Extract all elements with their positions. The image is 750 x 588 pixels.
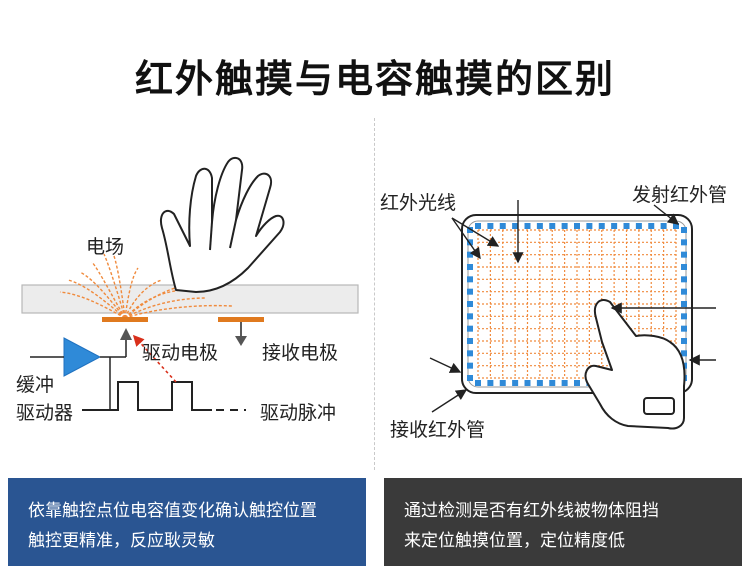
ir-emitter-dot (467, 264, 473, 270)
ir-receiver-dot (681, 350, 687, 357)
label-ir-light: 红外光线 (380, 192, 457, 214)
ir-emitter-dot (673, 223, 679, 229)
ir-emitter-dot (536, 223, 543, 229)
ir-emitter-dot (512, 223, 519, 229)
ir-receiver-dot (681, 227, 687, 233)
ir-receiver-dot (681, 338, 687, 344)
label-electric-field: 电场 (86, 236, 125, 258)
ir-emitter-dot (574, 223, 580, 229)
ir-emitter-dot (467, 239, 473, 246)
ir-receiver-dot (681, 288, 687, 295)
buffer-amplifier-icon (63, 337, 102, 377)
ir-emitter-dot (499, 223, 506, 229)
ir-emitter-dot (467, 276, 473, 283)
drive-pulse-waveform (82, 381, 212, 411)
hand-right-icon (584, 299, 686, 430)
ir-emitter-dot (467, 325, 473, 332)
ir-emitter-dot (467, 288, 473, 295)
caption-infrared-line2: 来定位触摸位置，定位精度低 (404, 531, 625, 551)
hand-left-icon (160, 156, 285, 293)
ir-emitter-dot (467, 301, 473, 307)
ir-receiver-dot (524, 380, 531, 386)
ir-emitter-dot (487, 223, 494, 229)
ir-emitter-dot (467, 338, 473, 344)
label-drive-electrode: 驱动电极 (142, 342, 219, 364)
ir-emitter-dot (611, 223, 618, 229)
electric-field-lines (59, 253, 233, 319)
label-ir-emitter: 发射红外管 (632, 184, 728, 206)
drive-electrode (102, 317, 148, 322)
receive-electrode (218, 317, 264, 322)
ir-emitter-dot (561, 223, 568, 229)
ir-receiver-dot (681, 239, 687, 246)
ir-emitter-dot (586, 223, 593, 229)
ir-receiver-dot (475, 380, 481, 386)
ir-emitter-dot (467, 350, 473, 357)
ir-emitter-dot (524, 223, 531, 229)
ir-emitter-dot (467, 227, 473, 233)
ir-emitter-dot (648, 223, 655, 229)
caption-capacitive: 依靠触控点位电容值变化确认触控位置 触控更精准，反应耿灵敏 (8, 478, 366, 566)
ir-emitter-dot (635, 223, 642, 229)
ir-receiver-dot (499, 380, 506, 386)
ir-emitter-dot (467, 375, 473, 381)
label-buffer-line2: 驱动器 (16, 402, 74, 424)
page-title: 红外触摸与电容触摸的区别 (134, 57, 615, 101)
center-divider (374, 118, 375, 470)
ir-receiver-dot (549, 380, 556, 386)
ir-receiver-dot (512, 380, 519, 386)
ir-receiver-dot (681, 251, 687, 258)
ir-emitter-dot (549, 223, 556, 229)
caption-infrared: 通过检测是否有红外线被物体阻挡 来定位触摸位置，定位精度低 (384, 478, 742, 566)
ir-receiver-dot (681, 276, 687, 283)
caption-infrared-line1: 通过检测是否有红外线被物体阻挡 (404, 501, 659, 521)
label-receive-electrode: 接收电极 (262, 342, 339, 364)
caption-capacitive-line1: 依靠触控点位电容值变化确认触控位置 (28, 501, 317, 521)
ir-emitter-dot (467, 362, 473, 369)
ir-emitter-dot (467, 251, 473, 258)
ir-receiver-dot (574, 380, 580, 386)
ir-receiver-dot (681, 301, 687, 307)
label-drive-pulse: 驱动脉冲 (260, 402, 337, 424)
ir-emitter-dot (475, 223, 481, 229)
signal-arrow (132, 334, 177, 383)
ir-receiver-dot (681, 264, 687, 270)
ir-receiver-dot (487, 380, 494, 386)
ir-receiver-dot (681, 325, 687, 332)
label-ir-receiver: 接收红外管 (390, 419, 486, 441)
ir-receiver-dot (681, 313, 687, 320)
ir-emitter-dot (598, 223, 605, 229)
ir-receiver-dot (561, 380, 568, 386)
caption-capacitive-line2: 触控更精准，反应耿灵敏 (28, 531, 215, 551)
ir-emitter-dot (660, 223, 667, 229)
ir-emitter-dot (623, 223, 630, 229)
ir-emitter-dot (467, 313, 473, 320)
ir-receiver-dot (536, 380, 543, 386)
label-buffer-line1: 缓冲 (16, 374, 55, 396)
